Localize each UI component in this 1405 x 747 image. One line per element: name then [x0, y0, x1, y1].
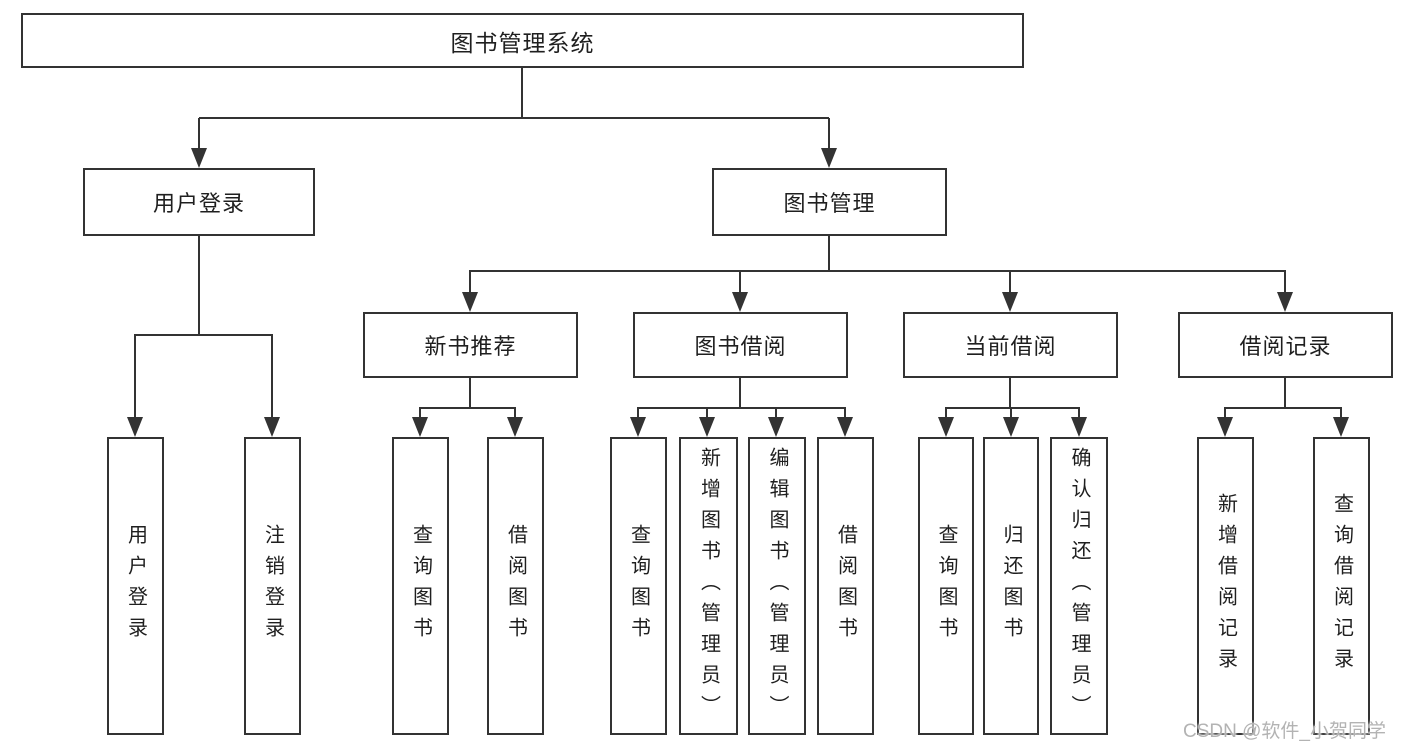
connector-line [1340, 407, 1342, 420]
leaf-borrow-add-admin: 新增图书（管理员） [679, 437, 738, 735]
connector-line [828, 236, 830, 272]
arrow-down-icon [1277, 292, 1293, 312]
connector-line [1225, 407, 1342, 409]
csdn-watermark: CSDN @软件_小贺同学 [1183, 721, 1386, 742]
leaf-borrow-edit-admin: 编辑图书（管理员） [748, 437, 806, 735]
connector-line [420, 407, 516, 409]
arrow-down-icon [1217, 417, 1233, 437]
connector-line [844, 407, 846, 420]
leaf-borrow-add-admin-label: 新增图书（管理员） [697, 446, 720, 726]
leaf-newbook-borrow-label: 借阅图书 [504, 524, 527, 648]
leaf-current-query: 查询图书 [918, 437, 974, 735]
leaf-return-book: 归还图书 [983, 437, 1039, 735]
connector-line [1009, 270, 1011, 296]
connector-line [514, 407, 516, 420]
node-book-borrow: 图书借阅 [633, 312, 848, 378]
connector-line [419, 407, 421, 420]
connector-line [775, 407, 777, 420]
node-book-management: 图书管理 [712, 168, 947, 236]
connector-line [198, 236, 200, 336]
connector-line [199, 117, 829, 119]
node-current-borrow: 当前借阅 [903, 312, 1118, 378]
node-book-management-label: 图书管理 [783, 191, 876, 216]
node-system-label: 图书管理系统 [450, 29, 595, 56]
connector-line [637, 407, 639, 420]
leaf-user-login: 用户登录 [107, 437, 164, 735]
arrow-down-icon [1003, 417, 1019, 437]
node-new-book-recommend: 新书推荐 [363, 312, 578, 378]
connector-line [521, 68, 523, 118]
connector-line [706, 407, 708, 420]
node-book-borrow-label: 图书借阅 [694, 334, 787, 359]
arrow-down-icon [1333, 417, 1349, 437]
connector-line [134, 334, 136, 420]
leaf-record-query-label: 查询借阅记录 [1330, 493, 1353, 679]
leaf-record-query: 查询借阅记录 [1313, 437, 1370, 735]
connector-line [1009, 378, 1011, 409]
arrow-down-icon [127, 417, 143, 437]
arrow-down-icon [1071, 417, 1087, 437]
arrow-down-icon [264, 417, 280, 437]
arrow-down-icon [462, 292, 478, 312]
leaf-user-login-label: 用户登录 [124, 524, 147, 648]
connector-line [1284, 378, 1286, 409]
node-borrow-record-label: 借阅记录 [1239, 334, 1332, 359]
arrow-down-icon [732, 292, 748, 312]
arrow-down-icon [191, 148, 207, 168]
arrow-down-icon [837, 417, 853, 437]
leaf-borrow-book-label: 借阅图书 [834, 524, 857, 648]
leaf-confirm-return-admin: 确认归还（管理员） [1050, 437, 1108, 735]
connector-line [739, 270, 741, 296]
leaf-newbook-query-label: 查询图书 [409, 524, 432, 648]
connector-line [1010, 407, 1012, 420]
leaf-record-add-label: 新增借阅记录 [1214, 493, 1237, 679]
leaf-record-add: 新增借阅记录 [1197, 437, 1254, 735]
arrow-down-icon [1002, 292, 1018, 312]
connector-line [828, 118, 830, 152]
leaf-logout-label: 注销登录 [261, 524, 284, 648]
leaf-borrow-query: 查询图书 [610, 437, 667, 735]
connector-line [469, 378, 471, 409]
leaf-current-query-label: 查询图书 [935, 524, 957, 648]
node-user-login-label: 用户登录 [152, 191, 245, 216]
connector-line [1078, 407, 1080, 420]
arrow-down-icon [768, 417, 784, 437]
node-user-login: 用户登录 [83, 168, 315, 236]
connector-line [135, 334, 273, 336]
connector-line [271, 334, 273, 420]
leaf-logout: 注销登录 [244, 437, 301, 735]
connector-line [198, 118, 200, 152]
arrow-down-icon [630, 417, 646, 437]
node-current-borrow-label: 当前借阅 [964, 334, 1057, 359]
leaf-return-book-label: 归还图书 [1000, 524, 1022, 648]
leaf-newbook-borrow: 借阅图书 [487, 437, 544, 735]
arrow-down-icon [938, 417, 954, 437]
leaf-newbook-query: 查询图书 [392, 437, 449, 735]
connector-line [1224, 407, 1226, 420]
leaf-borrow-edit-admin-label: 编辑图书（管理员） [766, 446, 788, 726]
leaf-confirm-return-admin-label: 确认归还（管理员） [1068, 446, 1090, 726]
node-new-book-recommend-label: 新书推荐 [424, 334, 517, 359]
node-borrow-record: 借阅记录 [1178, 312, 1393, 378]
arrow-down-icon [699, 417, 715, 437]
connector-line [739, 378, 741, 409]
leaf-borrow-query-label: 查询图书 [627, 524, 650, 648]
connector-line [945, 407, 947, 420]
connector-line [1284, 270, 1286, 296]
arrow-down-icon [821, 148, 837, 168]
connector-line [470, 270, 1285, 272]
arrow-down-icon [507, 417, 523, 437]
arrow-down-icon [412, 417, 428, 437]
leaf-borrow-book: 借阅图书 [817, 437, 874, 735]
connector-line [946, 407, 1079, 409]
connector-line [638, 407, 846, 409]
connector-line [469, 270, 471, 296]
node-system: 图书管理系统 [21, 13, 1024, 68]
